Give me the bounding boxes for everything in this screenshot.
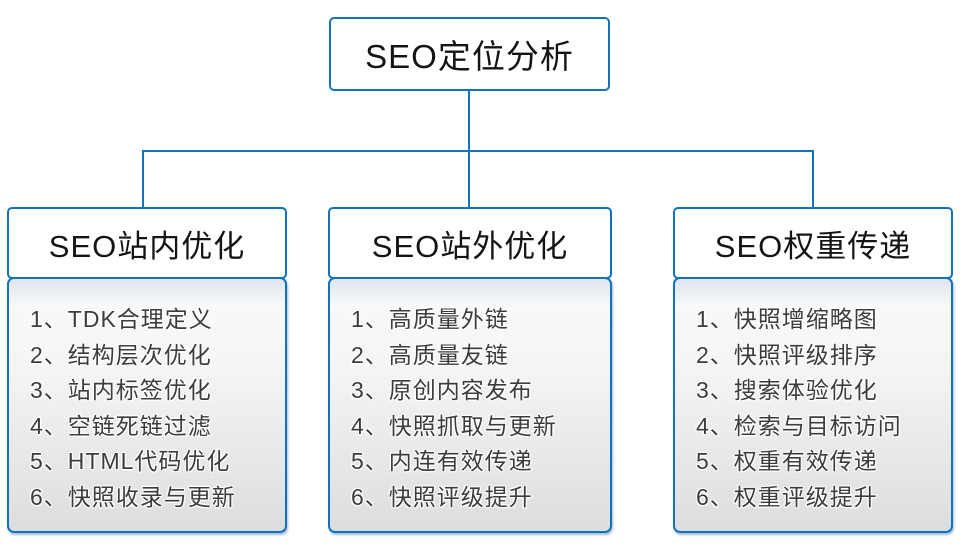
branch-panel-onsite: 1、TDK合理定义 2、结构层次优化 3、站内标签优化 4、空链死链过滤 5、H… [7,277,287,533]
branch-panel-offsite: 1、高质量外链 2、高质量友链 3、原创内容发布 4、快照抓取与更新 5、内连有… [328,277,612,533]
connector-right-drop [812,150,814,207]
root-node: SEO定位分析 [329,17,610,91]
connector-horizontal [142,150,814,152]
branch-header-onsite: SEO站内优化 [7,207,287,279]
branch-panel-weight: 1、快照增缩略图 2、快照评级排序 3、搜索体验优化 4、检索与目标访问 5、权… [673,277,953,533]
connector-left-drop [142,150,144,207]
list-item: 5、权重有效传递 [696,448,878,474]
list-item: 4、空链死链过滤 [30,412,212,439]
list-item: 1、高质量外链 [351,306,509,332]
list-item: 2、快照评级排序 [696,341,878,368]
list-item: 5、HTML代码优化 [30,448,231,474]
branch-header-weight-label: SEO权重传递 [714,228,912,264]
list-item: 5、内连有效传递 [351,448,533,474]
list-item: 3、站内标签优化 [30,377,212,403]
list-item: 1、快照增缩略图 [696,306,878,332]
root-node-label: SEO定位分析 [365,38,574,75]
branch-header-offsite-label: SEO站外优化 [371,228,569,264]
connector-root-vertical [468,91,470,151]
branch-header-offsite: SEO站外优化 [328,207,612,279]
branch-header-onsite-label: SEO站内优化 [48,228,246,264]
list-item: 2、高质量友链 [351,341,509,368]
list-item: 6、快照收录与更新 [30,483,236,510]
branch-header-weight: SEO权重传递 [673,207,953,279]
list-item: 2、结构层次优化 [30,341,212,368]
list-item: 1、TDK合理定义 [30,306,213,332]
list-item: 4、快照抓取与更新 [351,412,557,439]
list-item: 6、快照评级提升 [351,483,533,510]
list-item: 6、权重评级提升 [696,483,878,510]
connector-middle-drop [468,150,470,207]
list-item: 3、搜索体验优化 [696,377,878,403]
list-item: 4、检索与目标访问 [696,412,902,439]
list-item: 3、原创内容发布 [351,377,533,403]
